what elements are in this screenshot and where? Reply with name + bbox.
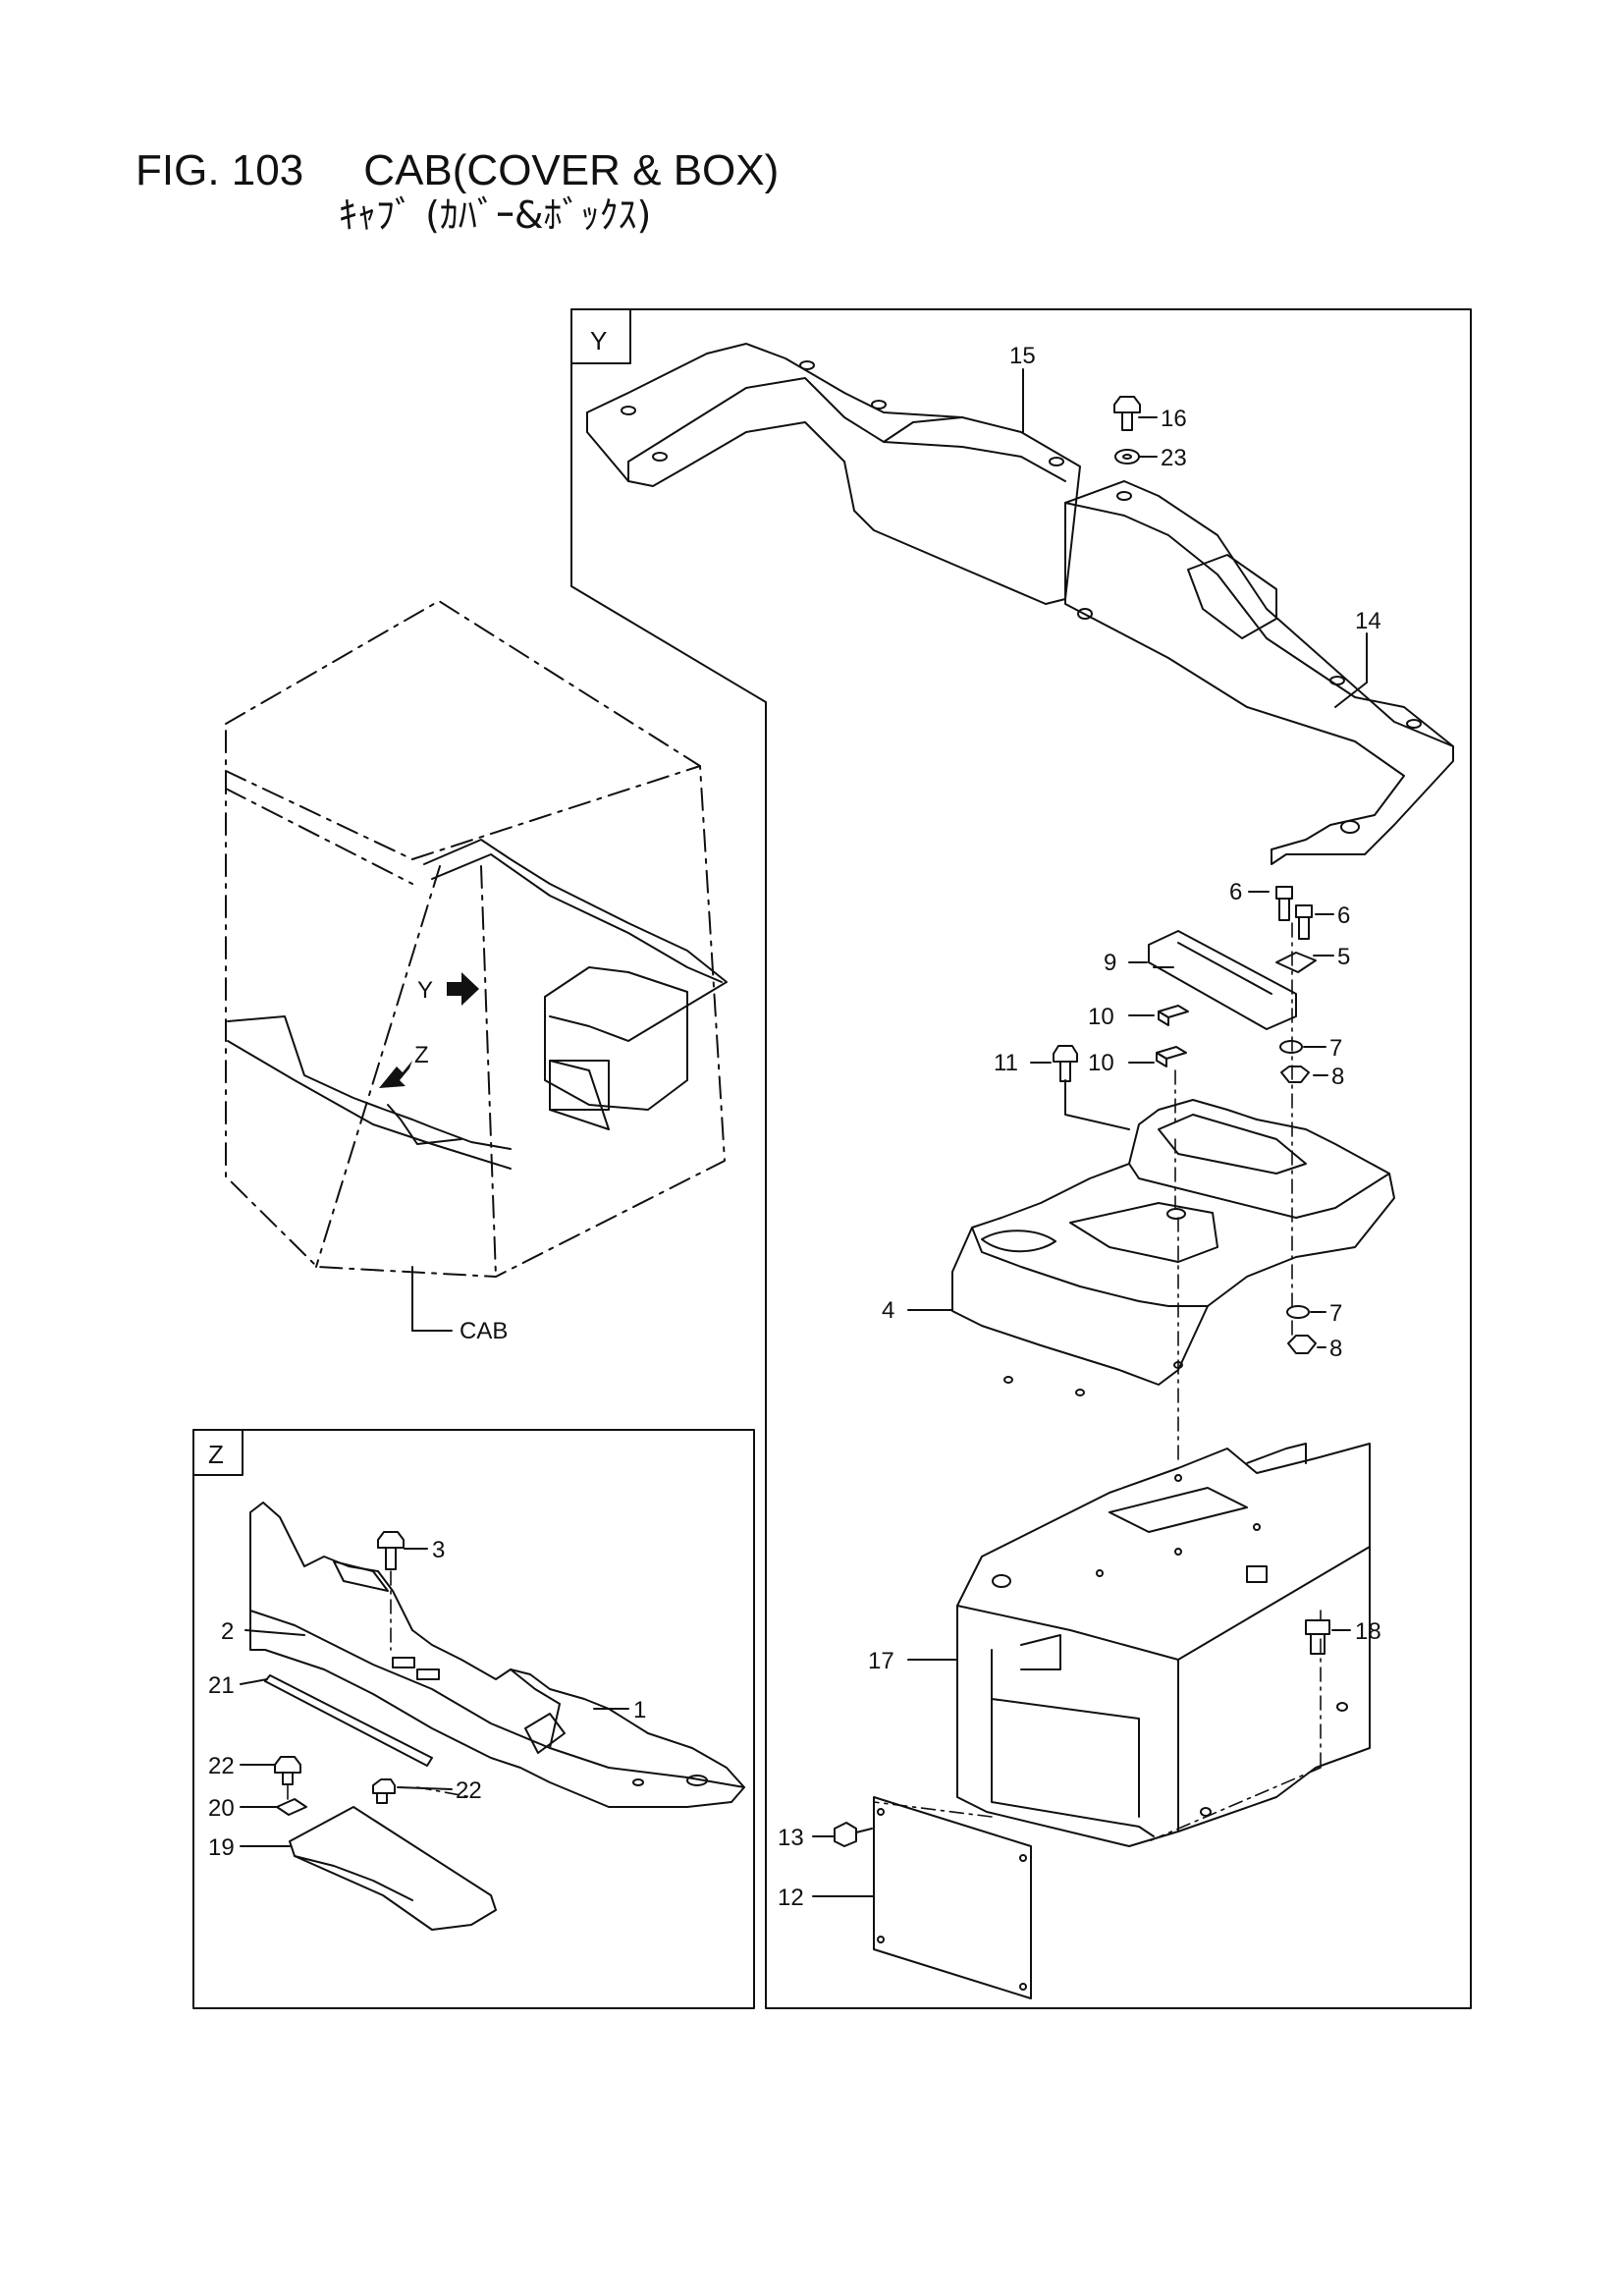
clip-20-icon xyxy=(276,1798,307,1816)
part-17-box xyxy=(956,1443,1371,1847)
label-part-22b: 22 xyxy=(456,1777,482,1804)
part-14-duct xyxy=(1064,480,1454,865)
bracket-5 xyxy=(1275,952,1317,973)
arrow-z-label: Z xyxy=(414,1042,429,1068)
label-part-20: 20 xyxy=(208,1795,235,1822)
pad-10b-icon xyxy=(1156,1046,1187,1067)
arrow-y-icon xyxy=(447,972,479,1006)
bolt-22b-icon xyxy=(372,1778,396,1804)
bolt-11-icon xyxy=(1053,1045,1078,1082)
part-9-bracket xyxy=(1148,930,1297,1030)
nut-8a-icon xyxy=(1280,1066,1310,1083)
bolt-16-icon xyxy=(1113,396,1141,431)
washer-23-icon xyxy=(1114,449,1140,465)
washer-7a-icon xyxy=(1279,1040,1303,1054)
bolt-22a-icon xyxy=(274,1756,301,1785)
label-cab: CAB xyxy=(460,1318,508,1344)
label-part-11: 11 xyxy=(994,1050,1018,1076)
tag-z: Z xyxy=(208,1440,224,1469)
label-part-1: 1 xyxy=(633,1697,646,1723)
part-21-strip xyxy=(264,1674,433,1767)
arrow-z-icon xyxy=(379,1061,412,1088)
label-part-10a: 10 xyxy=(1088,1004,1114,1030)
frame-y xyxy=(570,308,1472,2009)
tag-y: Y xyxy=(590,326,607,355)
frame-z xyxy=(192,1429,755,2009)
cab-overview xyxy=(225,600,728,1332)
label-part-17: 17 xyxy=(868,1648,894,1674)
leaders-z xyxy=(240,1548,629,1847)
pad-10a-icon xyxy=(1158,1005,1189,1026)
label-part-21: 21 xyxy=(208,1672,235,1699)
label-part-7a: 7 xyxy=(1329,1035,1342,1062)
label-part-12: 12 xyxy=(778,1885,804,1911)
view-frames xyxy=(192,308,1472,2009)
washer-7b-icon xyxy=(1286,1305,1310,1319)
label-part-14: 14 xyxy=(1355,608,1381,634)
label-part-3: 3 xyxy=(432,1537,445,1563)
label-part-13: 13 xyxy=(778,1825,804,1851)
leaders-y-upper xyxy=(1022,368,1368,708)
leaders-y-lower xyxy=(812,891,1351,1897)
label-part-16: 16 xyxy=(1161,406,1187,432)
nut-8b-icon xyxy=(1287,1335,1317,1354)
figure-title: FIG. 103 CAB(COVER & BOX) xyxy=(135,146,780,194)
knob-13-icon xyxy=(834,1822,873,1847)
label-part-19: 19 xyxy=(208,1834,235,1861)
part-19-panel xyxy=(289,1806,497,1931)
tag-z-box xyxy=(192,1429,243,1476)
label-part-6b: 6 xyxy=(1337,902,1350,929)
label-part-23: 23 xyxy=(1161,445,1187,471)
label-part-15: 15 xyxy=(1009,343,1036,369)
label-part-9: 9 xyxy=(1104,950,1116,976)
bolt-6-icon xyxy=(1275,886,1293,921)
part-12-plate xyxy=(873,1796,1032,1999)
label-part-5: 5 xyxy=(1337,944,1350,970)
bolt-3-icon xyxy=(377,1531,405,1570)
figure-subtitle: ｷｬﾌﾞ (ｶﾊﾞｰ&ﾎﾞｯｸｽ) xyxy=(339,193,652,237)
alignment-lines-z xyxy=(287,1570,472,1806)
bolt-6b-icon xyxy=(1295,904,1313,940)
part-15-duct xyxy=(586,343,1081,605)
label-part-7b: 7 xyxy=(1329,1300,1342,1327)
label-part-8a: 8 xyxy=(1331,1064,1344,1090)
label-part-2: 2 xyxy=(221,1618,234,1645)
part-1-cover xyxy=(249,1502,745,1808)
label-part-8b: 8 xyxy=(1329,1336,1342,1362)
arrow-y-label: Y xyxy=(417,977,433,1004)
part-4-console xyxy=(951,1099,1395,1396)
clip-18-icon xyxy=(1305,1619,1330,1655)
label-part-18: 18 xyxy=(1355,1618,1381,1645)
label-part-6a: 6 xyxy=(1229,879,1242,905)
label-part-22a: 22 xyxy=(208,1753,235,1779)
label-part-10b: 10 xyxy=(1088,1050,1114,1076)
label-part-4: 4 xyxy=(882,1297,894,1324)
tag-y-box xyxy=(570,308,631,364)
